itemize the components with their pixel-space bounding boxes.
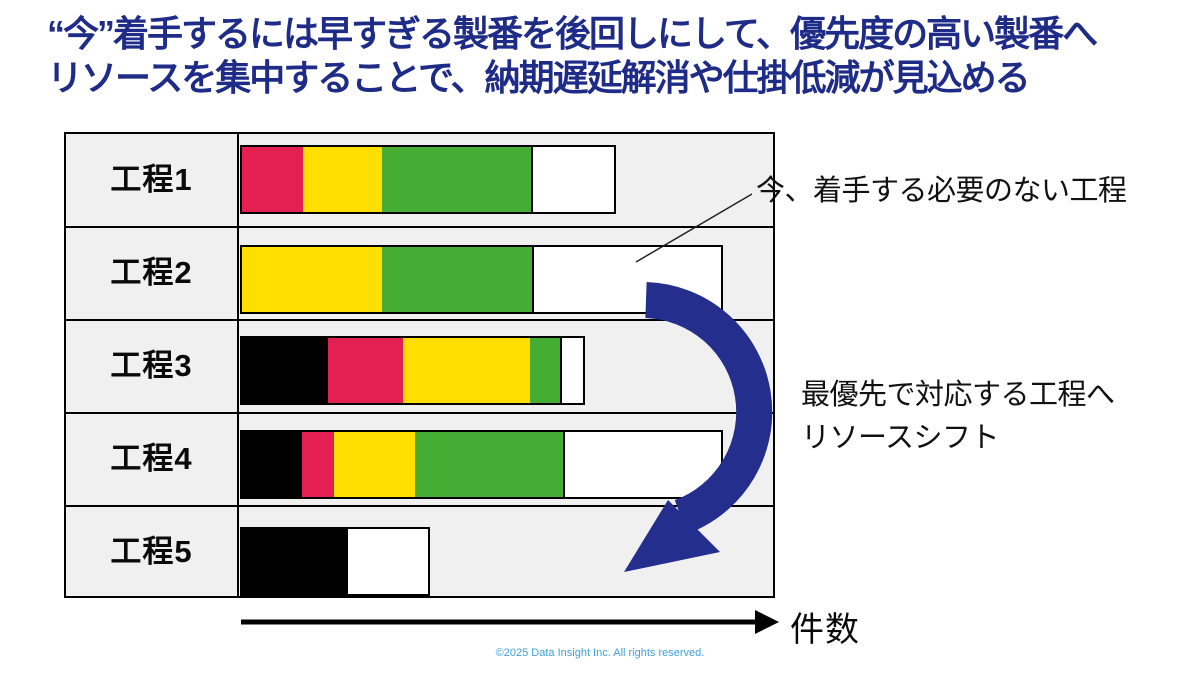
bar-segment-black	[242, 529, 346, 594]
stacked-bar-2	[240, 245, 723, 314]
stacked-bar-1	[240, 145, 616, 214]
row-label-2: 工程2	[110, 254, 193, 290]
bar-segment-black	[242, 338, 328, 403]
bar-segment-white	[345, 529, 428, 594]
copyright-text: ©2025 Data Insight Inc. All rights reser…	[495, 647, 705, 659]
bar-segment-crimson	[327, 338, 404, 403]
annotation-resource-shift-line1: 最優先で対応する工程へ	[801, 379, 1115, 411]
bar-segment-white	[531, 247, 721, 312]
stacked-bar-4	[240, 430, 723, 499]
bar-segment-white	[562, 432, 721, 497]
slide-title: “今”着手するには早すぎる製番を後回しにして、優先度の高い製番へ リソースを集中…	[47, 12, 1167, 100]
row-divider	[66, 505, 773, 507]
annotation-not-needed-now: 今、着手する必要のない工程	[756, 175, 1127, 207]
bar-segment-white	[531, 147, 614, 212]
row-divider	[66, 319, 773, 321]
row-label-3: 工程3	[110, 347, 193, 383]
annotation-resource-shift: 最優先で対応する工程へ リソースシフト	[801, 374, 1115, 460]
stacked-bar-5	[240, 527, 430, 596]
annotation-resource-shift-line2: リソースシフト	[801, 422, 1000, 454]
x-axis-arrow	[241, 610, 779, 634]
row-label-1: 工程1	[110, 161, 193, 197]
row-divider	[66, 226, 773, 228]
title-line-2: リソースを集中することで、納期遅延解消や仕掛低減が見込める	[47, 57, 1031, 98]
x-axis-arrowhead	[755, 610, 779, 634]
bar-segment-yellow	[333, 432, 416, 497]
label-column-divider	[237, 134, 239, 596]
bar-segment-white	[560, 338, 583, 403]
stacked-bar-3	[240, 336, 585, 405]
process-chart-table: 工程1 工程2 工程3 工程4 工程5	[64, 132, 775, 598]
row-label-5: 工程5	[110, 533, 193, 569]
bar-segment-yellow	[242, 247, 383, 312]
bar-segment-green	[530, 338, 561, 403]
bar-segment-green	[415, 432, 563, 497]
bar-segment-yellow	[302, 147, 383, 212]
bar-segment-yellow	[403, 338, 531, 403]
title-line-1: “今”着手するには早すぎる製番を後回しにして、優先度の高い製番へ	[47, 13, 1098, 54]
row-label-4: 工程4	[110, 440, 193, 476]
bar-segment-crimson	[301, 432, 334, 497]
row-divider	[66, 412, 773, 414]
x-axis-label: 件数	[790, 611, 860, 649]
bar-segment-crimson	[242, 147, 303, 212]
bar-segment-black	[242, 432, 302, 497]
bar-segment-green	[382, 147, 532, 212]
bar-segment-green	[382, 247, 532, 312]
